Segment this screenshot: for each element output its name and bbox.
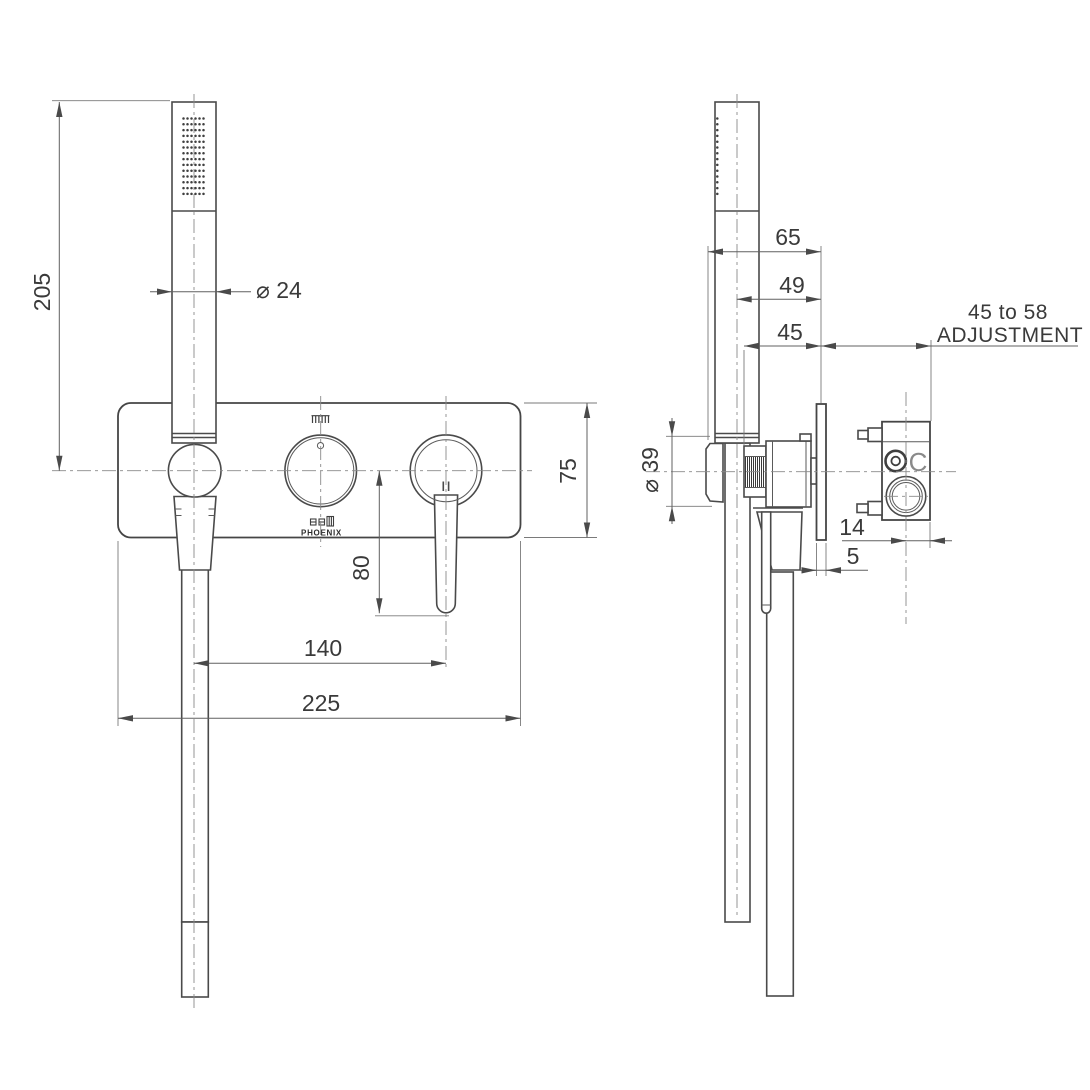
dim-d39-label: ⌀ 39 [637,447,663,493]
side-view: C 65 49 [637,94,1083,997]
shower-spray-icon [311,415,330,423]
spray-dot-column [716,117,719,196]
in-wall-valve-body: C [856,420,931,521]
side-dimensions: 65 49 45 45 to 58 ADJUSTMENT ⌀ 39 14 [637,224,1083,576]
front-view: PHOENIX [29,94,597,1011]
front-centrelines [52,94,532,1011]
brand-logo-text: PHOENIX [301,529,342,538]
cold-port-label: C [909,447,928,477]
dim-14-label: 14 [839,514,865,540]
hose-end-connector [180,921,210,998]
dim-140-label: 140 [304,635,342,661]
inlet-nipple-bottom [856,500,883,516]
inlet-nipple-top [857,427,883,443]
spray-dot-grid [182,117,205,196]
holder-cone-side [705,442,724,503]
adjustment-range-label: 45 to 58 [968,301,1048,324]
holder-bracket-side [753,507,803,571]
dim-65-label: 65 [775,224,801,250]
dim-45-label: 45 [777,319,803,345]
mixer-lever-side [760,511,772,614]
side-centrelines [646,94,956,918]
dim-205-label: 205 [29,273,55,311]
front-dimensions: 205 ⌀ 24 75 80 140 225 [29,100,597,726]
holder-body-side [765,433,818,508]
dim-d24-label: ⌀ 24 [256,277,302,303]
dim-49-label: 49 [779,272,805,298]
dim-225-label: 225 [302,690,340,716]
shower-hose-front [180,496,210,998]
bath-outlet-icon [309,515,335,527]
dim-75-label: 75 [555,458,581,484]
dim-80-label: 80 [348,555,374,581]
handle-grip-taper [173,495,217,571]
shower-hose-side-upper [724,442,751,923]
dim-5-label: 5 [847,543,860,569]
shower-hose-side-lower [765,571,795,997]
adjustment-caption-label: ADJUSTMENT [937,324,1083,347]
